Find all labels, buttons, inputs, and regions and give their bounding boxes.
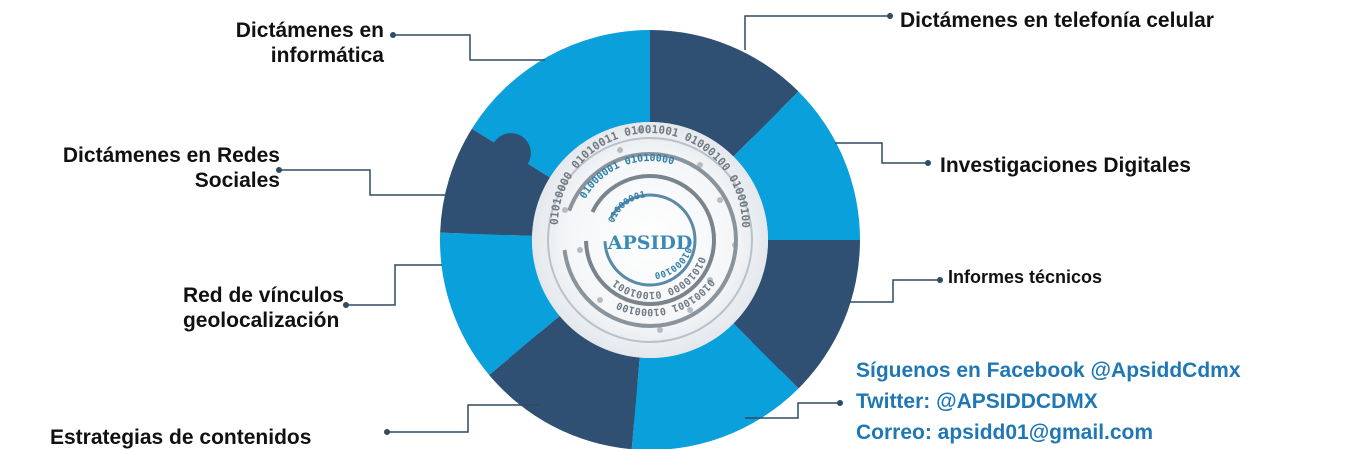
puzzle-segment [733,91,860,241]
network-dot [637,127,643,133]
label-red-vinculos: Red de vínculos geolocalización [183,283,344,333]
network-dot [562,207,568,213]
label-redes-line-2: Sociales [194,169,280,192]
contact-block: Síguenos en Facebook @ApsiddCdmx Twitter… [856,355,1241,448]
connector-line [835,142,928,164]
center-ring-4 [603,193,697,287]
label-vinculos-line-1: Red de vínculos [182,284,344,307]
label-estrategias: Estrategias de contenidos [50,426,312,449]
network-dot [597,297,603,303]
network-dot [707,277,713,283]
connector-dot [343,302,349,308]
label-informatica-line-2: informática [270,44,384,67]
puzzle-segment [440,232,560,375]
connector-line [393,34,545,61]
label-vinculos-line-2: geolocalización [182,309,340,332]
connector-dot [937,277,943,283]
contact-twitter: Twitter: @APSIDDCDMX [856,390,1098,413]
connector-dot [384,429,390,435]
connector-dot [276,167,282,173]
connector-line [346,264,442,306]
connector-dot [925,160,931,166]
connector-line [279,169,448,196]
network-dot [687,307,693,313]
label-redes-sociales: Dictámenes en Redes Sociales [63,143,280,193]
connector-dot [390,32,396,38]
network-dot [657,327,663,333]
label-informatica-line-1: Dictámenes en [235,19,384,42]
connector-line [387,404,540,433]
connector-line [744,15,890,50]
center-ring-3 [584,174,716,306]
label-investigaciones: Investigaciones Digitales [940,154,1191,177]
label-informatica: Dictámenes en informática [236,18,384,68]
connector-line [745,402,840,419]
puzzle-segment [440,128,550,236]
connector-dots [276,13,943,435]
center-ring-2 [562,152,738,328]
network-dot [697,162,703,168]
network-dot [717,197,723,203]
label-redes-line-1: Dictámenes en Redes [62,144,280,167]
connector-line [848,279,940,303]
connector-dot [837,400,843,406]
contact-facebook: Síguenos en Facebook @ApsiddCdmx [856,359,1241,382]
connector-dot [887,13,893,19]
connector-lines [279,15,940,433]
label-telefonia: Dictámenes en telefonía celular [900,9,1214,32]
center-ring-outer [547,137,753,343]
label-informes: Informes técnicos [948,267,1103,287]
network-dot [617,147,623,153]
contact-email: Correo: apsidd01@gmail.com [856,421,1154,444]
apsidd-logo: APSIDD [607,232,693,254]
network-dot [577,247,583,253]
puzzle-knob [490,133,531,174]
